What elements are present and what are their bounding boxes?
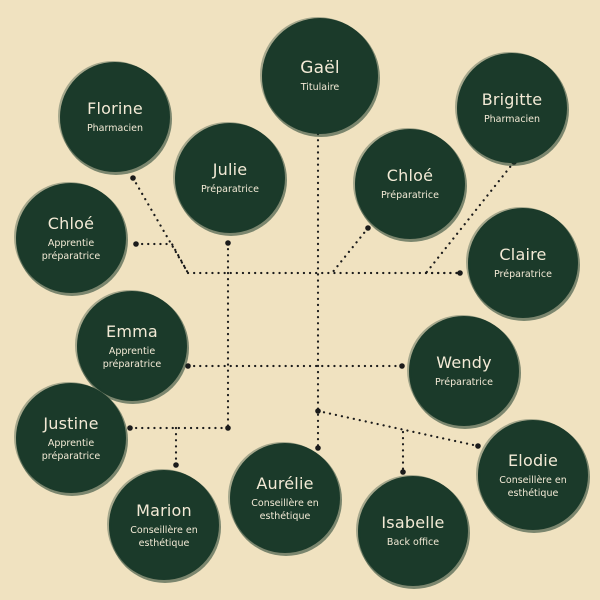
person-name: Wendy (436, 353, 492, 372)
node-wendy: Wendy Préparatrice (411, 318, 517, 424)
node-emma: Emma Apprentie préparatrice (79, 293, 185, 399)
person-role: Apprentie préparatrice (41, 237, 101, 262)
person-name: Isabelle (381, 513, 445, 532)
node-brigitte: Brigitte Pharmacien (459, 55, 565, 161)
connector-dot (315, 445, 321, 451)
person-name: Gaël (300, 58, 340, 78)
person-role: Conseillère en esthétique (251, 497, 319, 522)
person-name: Chloé (386, 166, 434, 185)
node-marion: Marion Conseillère en esthétique (111, 472, 217, 578)
connector-chloe-apprentie (134, 242, 190, 275)
connector-dot (225, 240, 231, 246)
connector-chloe-preparatrice (330, 226, 370, 275)
node-florine: Florine Pharmacien (62, 64, 168, 170)
connector-dot (130, 175, 136, 181)
person-role: Apprentie préparatrice (41, 437, 101, 462)
connector-dot (399, 363, 405, 369)
connector-dot (225, 425, 231, 431)
person-name: Chloé (47, 213, 95, 233)
person-role: Conseillère en esthétique (130, 524, 198, 549)
connector-dot (400, 469, 406, 475)
person-name: Claire (499, 245, 547, 264)
person-name: Emma (106, 321, 158, 341)
person-role: Préparatrice (380, 190, 440, 201)
connector-dot (133, 241, 139, 247)
person-name: Aurélie (256, 473, 314, 493)
connector-dot (185, 363, 191, 369)
node-gael: Gaël Titulaire (264, 20, 376, 132)
node-claire: Claire Préparatrice (470, 210, 576, 316)
person-name: Justine (43, 413, 99, 433)
node-elodie: Elodie Conseillère en esthétique (480, 422, 586, 528)
person-role: Préparatrice (434, 377, 494, 388)
node-justine: Justine Apprentie préparatrice (18, 385, 124, 491)
person-role: Titulaire (300, 82, 340, 93)
connector-brigitte (424, 160, 516, 275)
connector-dot (173, 462, 179, 468)
node-isabelle: Isabelle Back office (360, 478, 466, 584)
connector-dot (365, 225, 371, 231)
node-chloe-apprentie: Chloé Apprentie préparatrice (18, 185, 124, 291)
person-role: Apprentie préparatrice (102, 345, 162, 370)
person-name: Marion (136, 500, 192, 520)
person-role: Préparatrice (200, 184, 260, 195)
connector-dot (127, 425, 133, 431)
connector-dot (457, 270, 463, 276)
node-julie: Julie Préparatrice (177, 125, 283, 231)
person-name: Brigitte (481, 90, 543, 109)
connector-dot (315, 408, 321, 414)
person-name: Florine (87, 99, 143, 118)
person-role: Pharmacien (483, 114, 541, 125)
person-role: Pharmacien (86, 123, 144, 134)
node-chloe-preparatrice: Chloé Préparatrice (357, 131, 463, 237)
person-name: Julie (212, 160, 248, 179)
person-role: Back office (386, 537, 440, 548)
node-aurelie: Aurélie Conseillère en esthétique (232, 445, 338, 551)
connector-florine (131, 176, 190, 275)
connector-dot (475, 443, 481, 449)
person-role: Conseillère en esthétique (499, 474, 567, 499)
person-role: Préparatrice (493, 269, 553, 280)
person-name: Elodie (508, 450, 558, 470)
